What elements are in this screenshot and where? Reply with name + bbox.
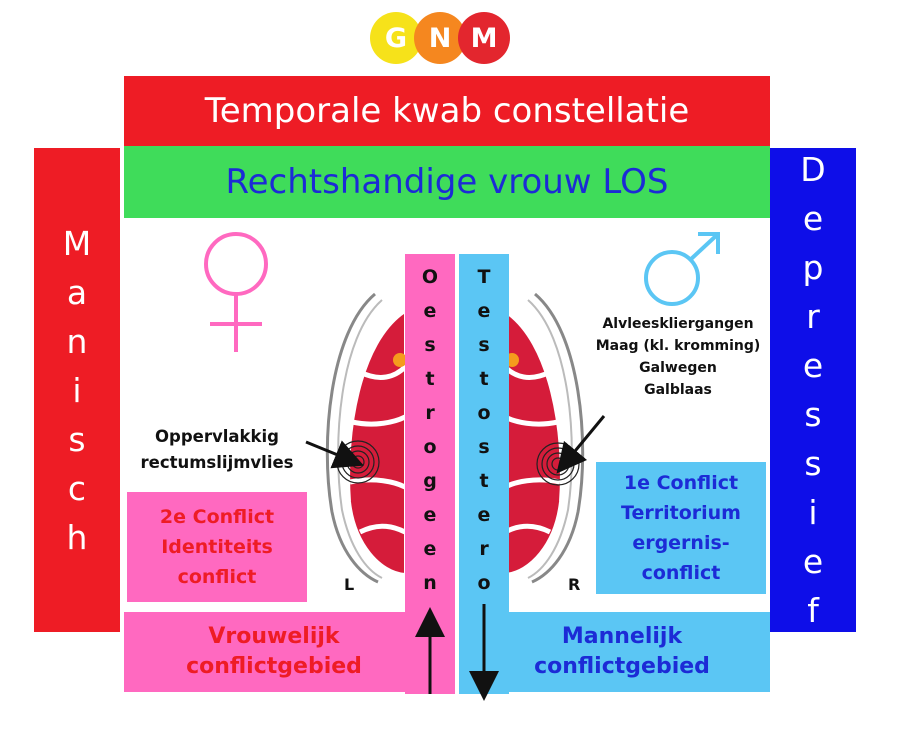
- logo-m-circle: M: [458, 12, 510, 64]
- logo-g-circle: G: [370, 12, 422, 64]
- testosteron-letter: r: [479, 538, 489, 560]
- oestrogeen-letter: e: [423, 504, 437, 526]
- manisch-letter: i: [72, 370, 82, 410]
- organ-line: Maag (kl. kromming): [595, 338, 761, 354]
- mannelijk-conflictgebied: Mannelijk conflictgebied: [474, 612, 770, 692]
- testosteron-letter: e: [477, 504, 491, 526]
- logo-n-circle: N: [414, 12, 466, 64]
- organ-line: Alvleeskliergangen: [602, 316, 754, 332]
- vrouwelijk-line: conflictgebied: [186, 654, 362, 679]
- testosteron-letter: o: [477, 402, 491, 424]
- logo-m-letter: M: [470, 22, 498, 54]
- testosteron-letter: T: [477, 266, 491, 288]
- vrouwelijk-conflictgebied: Vrouwelijk conflictgebied: [124, 612, 424, 692]
- depressief-letter: e: [802, 199, 824, 238]
- organ-line: Galwegen: [639, 360, 717, 376]
- organs-pointer-arrow: [556, 415, 606, 474]
- rectum-label: Oppervlakkig rectumslijmvlies: [122, 424, 312, 476]
- manisch-letter: h: [66, 517, 88, 557]
- depressief-letter: e: [802, 346, 824, 385]
- testosteron-letter: o: [477, 572, 491, 594]
- testosteron-letter: t: [479, 470, 489, 492]
- male-symbol-icon: [644, 232, 720, 306]
- depressief-letter: f: [807, 591, 819, 630]
- conflict-2-line: conflict: [177, 566, 257, 588]
- oestrogeen-letter: o: [423, 436, 437, 458]
- rectum-pointer-arrow: [305, 440, 364, 469]
- organs-label: Alvleeskliergangen Maag (kl. kromming) G…: [578, 313, 778, 401]
- vrouwelijk-line: Vrouwelijk: [208, 624, 340, 649]
- rectum-line: Oppervlakkig: [155, 427, 279, 446]
- testosteron-letter: e: [477, 300, 491, 322]
- conflict-1-box: 1e Conflict Territorium ergernis- confli…: [596, 462, 766, 594]
- mannelijk-line: Mannelijk: [561, 624, 683, 649]
- oestrogeen-letter: e: [423, 538, 437, 560]
- manisch-letter: c: [67, 468, 87, 508]
- depressief-letter: r: [806, 297, 820, 336]
- brain-shell-right: [531, 292, 585, 584]
- oestrogeen-letter: t: [425, 368, 435, 390]
- female-symbol-icon: [204, 232, 268, 352]
- brain-right-side-label: R: [568, 575, 581, 594]
- organ-line: Galblaas: [644, 382, 712, 398]
- page-subtitle: Rechtshandige vrouw LOS: [225, 162, 669, 202]
- conflict-1-line: ergernis-: [632, 532, 730, 554]
- depressief-letter: e: [802, 542, 824, 581]
- logo-g-letter: G: [384, 22, 408, 54]
- manisch-letter: n: [66, 321, 88, 361]
- manisch-letter: a: [66, 272, 88, 312]
- depressief-letter: p: [802, 248, 824, 287]
- depressief-letter: i: [808, 493, 818, 532]
- brain-shell-left: [325, 292, 379, 584]
- page-title: Temporale kwab constellatie: [204, 91, 690, 131]
- conflict-2-box: 2e Conflict Identiteits conflict: [127, 492, 307, 602]
- manisch-letter: s: [68, 419, 86, 459]
- oestrogeen-letter: n: [423, 572, 437, 594]
- brain-shell-right-inner: [527, 299, 573, 579]
- testosteron-letter: t: [479, 368, 489, 390]
- mannelijk-line: conflictgebied: [534, 654, 710, 679]
- depressief-letter: D: [800, 150, 826, 189]
- depressief-letter: s: [804, 444, 822, 483]
- conflict-1-line: Territorium: [621, 502, 741, 524]
- testosteron-letter: s: [478, 334, 490, 356]
- oestrogeen-letter: e: [423, 300, 437, 322]
- conflict-2-line: 2e Conflict: [159, 506, 275, 528]
- conflict-2-line: Identiteits: [161, 536, 273, 558]
- manisch-letter: M: [62, 223, 92, 263]
- brain-shell-left-inner: [337, 299, 383, 579]
- conflict-1-line: conflict: [641, 562, 721, 584]
- logo-n-letter: N: [428, 22, 452, 54]
- conflict-1-line: 1e Conflict: [623, 472, 739, 494]
- oestrogeen-letter: g: [423, 470, 437, 492]
- brain-left-side-label: L: [344, 575, 355, 594]
- oestrogeen-letter: O: [421, 266, 439, 288]
- brain-orange-mark-left: [393, 353, 407, 367]
- rectum-line: rectumslijmvlies: [140, 453, 294, 472]
- subtitle-bar: Rechtshandige vrouw LOS: [124, 146, 770, 218]
- testosteron-letter: s: [478, 436, 490, 458]
- oestrogeen-letter: r: [425, 402, 435, 424]
- depressief-bar: D e p r e s s i e f: [770, 148, 856, 632]
- title-bar: Temporale kwab constellatie: [124, 76, 770, 146]
- depressief-letter: s: [804, 395, 822, 434]
- oestrogeen-letter: s: [424, 334, 436, 356]
- manisch-bar: M a n i s c h: [34, 148, 120, 632]
